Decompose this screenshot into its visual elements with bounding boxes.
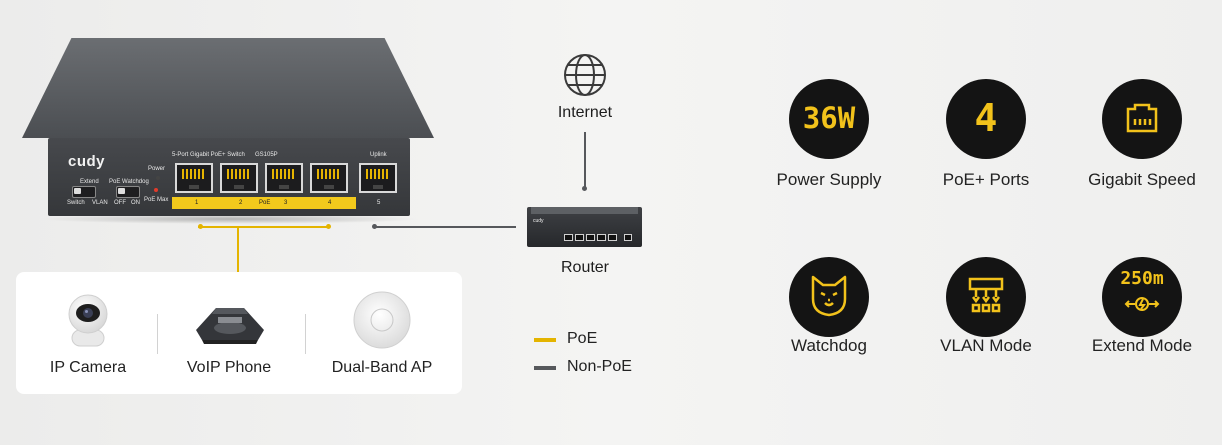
switch-port-4[interactable]: [310, 163, 348, 193]
extend-vlan-label: VLAN: [92, 200, 108, 206]
router-port-3: [586, 234, 595, 241]
feature-label-vlan: VLAN Mode: [940, 336, 1032, 355]
strip-label-1: 1: [195, 200, 199, 206]
device-separator-1: [157, 314, 158, 354]
power-led: [156, 176, 160, 180]
router-port-4: [597, 234, 606, 241]
device-label-ip-camera: IP Camera: [49, 359, 127, 376]
uplink-line-end: [372, 224, 377, 229]
internet-line-end: [582, 186, 587, 191]
router-port-5: [608, 234, 617, 241]
legend-poe-swatch: [534, 338, 556, 342]
power-text-icon: 36W: [802, 101, 856, 135]
feature-vlan-circle: [946, 257, 1026, 337]
extend-range-icon: 250m: [1120, 268, 1164, 289]
switch-port-2[interactable]: [220, 163, 258, 193]
router-top: [531, 207, 638, 214]
feature-power-circle: 36W: [789, 79, 869, 159]
strip-label-2: 2: [239, 200, 243, 206]
watchdog-on-label: ON: [131, 200, 140, 206]
feature-label-watchdog: Watchdog: [791, 336, 867, 355]
feature-extend-circle: 250m: [1102, 257, 1182, 337]
switch-top-panel: [22, 38, 434, 138]
internet-connection-line: [584, 132, 586, 190]
globe-icon: [562, 52, 608, 98]
device-separator-2: [305, 314, 306, 354]
feature-label-gigabit: Gigabit Speed: [1088, 170, 1196, 189]
switch-uplink-label: Uplink: [370, 152, 387, 158]
switch-extend-label: Extend: [80, 179, 99, 185]
feature-label-extend: Extend Mode: [1091, 336, 1193, 355]
poe-port-strip: [172, 197, 356, 209]
ports-text-icon: 4: [974, 96, 998, 140]
switch-port-1[interactable]: [175, 163, 213, 193]
feature-watchdog-circle: [789, 257, 869, 337]
feature-gigabit-circle: [1102, 79, 1182, 159]
internet-label: Internet: [557, 104, 613, 121]
poe-max-label: PoE Max: [144, 197, 169, 203]
watchdog-toggle[interactable]: [116, 186, 140, 198]
router-brand: cudy: [533, 218, 544, 224]
strip-label-3: 3: [284, 200, 288, 206]
poe-line-end-right: [326, 224, 331, 229]
access-point-icon: [352, 290, 412, 350]
voip-phone-icon: [192, 298, 268, 346]
poe-drop-line: [237, 227, 239, 273]
router-port-1: [564, 234, 573, 241]
dog-icon: [807, 273, 851, 319]
vlan-icon: [966, 275, 1006, 319]
extend-switch-label: Switch: [67, 200, 85, 206]
switch-shadow: [40, 214, 420, 224]
ethernet-port-icon: [1122, 99, 1162, 139]
switch-brand-logo: cudy: [68, 153, 106, 170]
legend-non-poe-swatch: [534, 366, 556, 370]
watchdog-off-label: OFF: [114, 200, 126, 206]
switch-model-code: GS105P: [255, 152, 278, 158]
strip-label-4: 4: [328, 200, 332, 206]
ip-camera-icon: [66, 290, 110, 348]
feature-ports-circle: 4: [946, 79, 1026, 159]
feature-label-power: Power Supply: [776, 170, 882, 189]
legend-poe-label: PoE: [567, 330, 598, 347]
uplink-connection-line: [374, 226, 516, 228]
poe-line-end-left: [198, 224, 203, 229]
switch-model-label: 5-Port Gigabit PoE+ Switch: [172, 152, 245, 158]
speed-arrows-icon: [1124, 293, 1160, 315]
poe-max-led: [154, 188, 158, 192]
strip-label-poe: PoE: [259, 200, 271, 206]
device-label-access-point: Dual-Band AP: [331, 359, 433, 376]
uplink-number: 5: [377, 200, 381, 206]
feature-label-poe-ports: PoE+ Ports: [942, 170, 1030, 189]
legend-non-poe-label: Non-PoE: [567, 358, 632, 375]
switch-uplink-port[interactable]: [359, 163, 397, 193]
switch-power-label: Power: [148, 166, 166, 172]
router-sfp-port: [624, 234, 632, 241]
device-label-voip-phone: VoIP Phone: [186, 359, 272, 376]
switch-port-3[interactable]: [265, 163, 303, 193]
extend-toggle[interactable]: [72, 186, 96, 198]
router-label: Router: [560, 259, 610, 276]
poe-connection-line: [198, 226, 330, 228]
switch-watchdog-label: PoE Watchdog: [109, 179, 149, 185]
router-port-2: [575, 234, 584, 241]
